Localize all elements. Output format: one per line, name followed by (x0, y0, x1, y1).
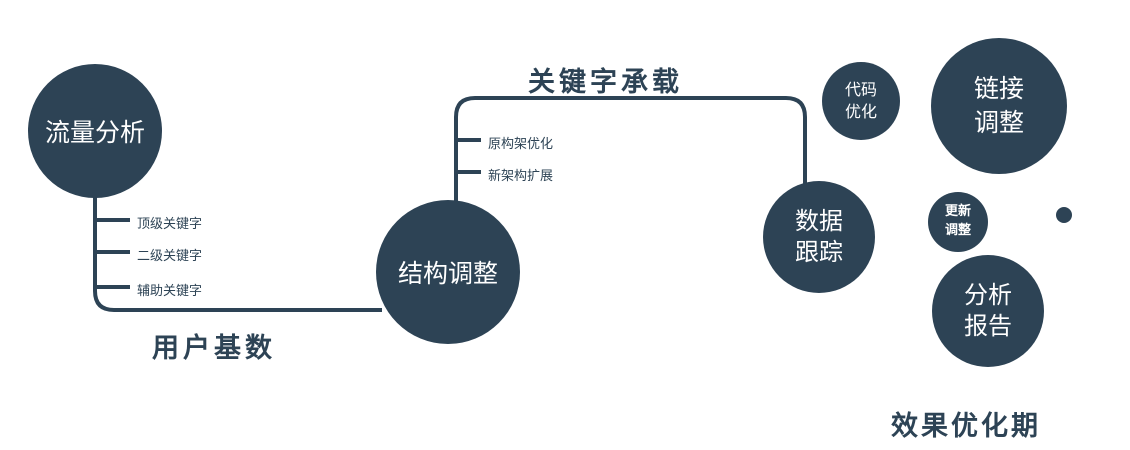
branch-label-top-keywords: 顶级关键字 (137, 217, 203, 232)
node-code-optimization-line2: 优化 (844, 102, 877, 121)
node-data-tracking: 数据 跟踪 (763, 181, 875, 293)
node-structure-adjustment: 结构调整 (376, 200, 520, 344)
node-code-optimization: 代码 优化 (822, 62, 900, 140)
node-analysis-report: 分析 报告 (932, 255, 1044, 367)
node-update-adjustment-line2: 调整 (944, 223, 971, 238)
node-link-adjustment-line2: 调整 (973, 108, 1024, 137)
branch-label-secondary-keywords: 二级关键字 (137, 249, 203, 264)
connector-structure-to-data (454, 96, 807, 204)
node-data-tracking-line2: 跟踪 (795, 238, 843, 266)
node-traffic-analysis: 流量分析 (28, 64, 162, 198)
node-link-adjustment-line1: 链接 (973, 74, 1024, 104)
caption-effect-optimization: 效果优化期 (891, 411, 1041, 442)
small-dot-marker (1056, 207, 1072, 223)
edge-label-user-base: 用户基数 (152, 333, 276, 364)
node-update-adjustment-line1: 更新 (944, 204, 971, 220)
branch-label-new-architecture: 新架构扩展 (488, 169, 554, 184)
branch-label-original-architecture: 原构架优化 (488, 137, 554, 152)
node-link-adjustment: 链接 调整 (931, 38, 1067, 174)
node-code-optimization-line1: 代码 (844, 79, 877, 99)
tick-marks-structure (456, 138, 481, 174)
edge-label-keyword-bearing: 关键字承载 (528, 67, 683, 98)
branch-label-auxiliary-keywords: 辅助关键字 (137, 284, 203, 299)
node-update-adjustment: 更新 调整 (928, 192, 988, 252)
node-data-tracking-line1: 数据 (795, 206, 843, 235)
node-analysis-report-line1: 分析 (964, 280, 1012, 309)
node-traffic-analysis-label: 流量分析 (44, 118, 145, 147)
tick-marks-traffic (95, 218, 130, 289)
node-analysis-report-line2: 报告 (964, 312, 1012, 340)
node-structure-adjustment-label: 结构调整 (397, 259, 498, 288)
connector-traffic-to-structure (93, 193, 382, 312)
